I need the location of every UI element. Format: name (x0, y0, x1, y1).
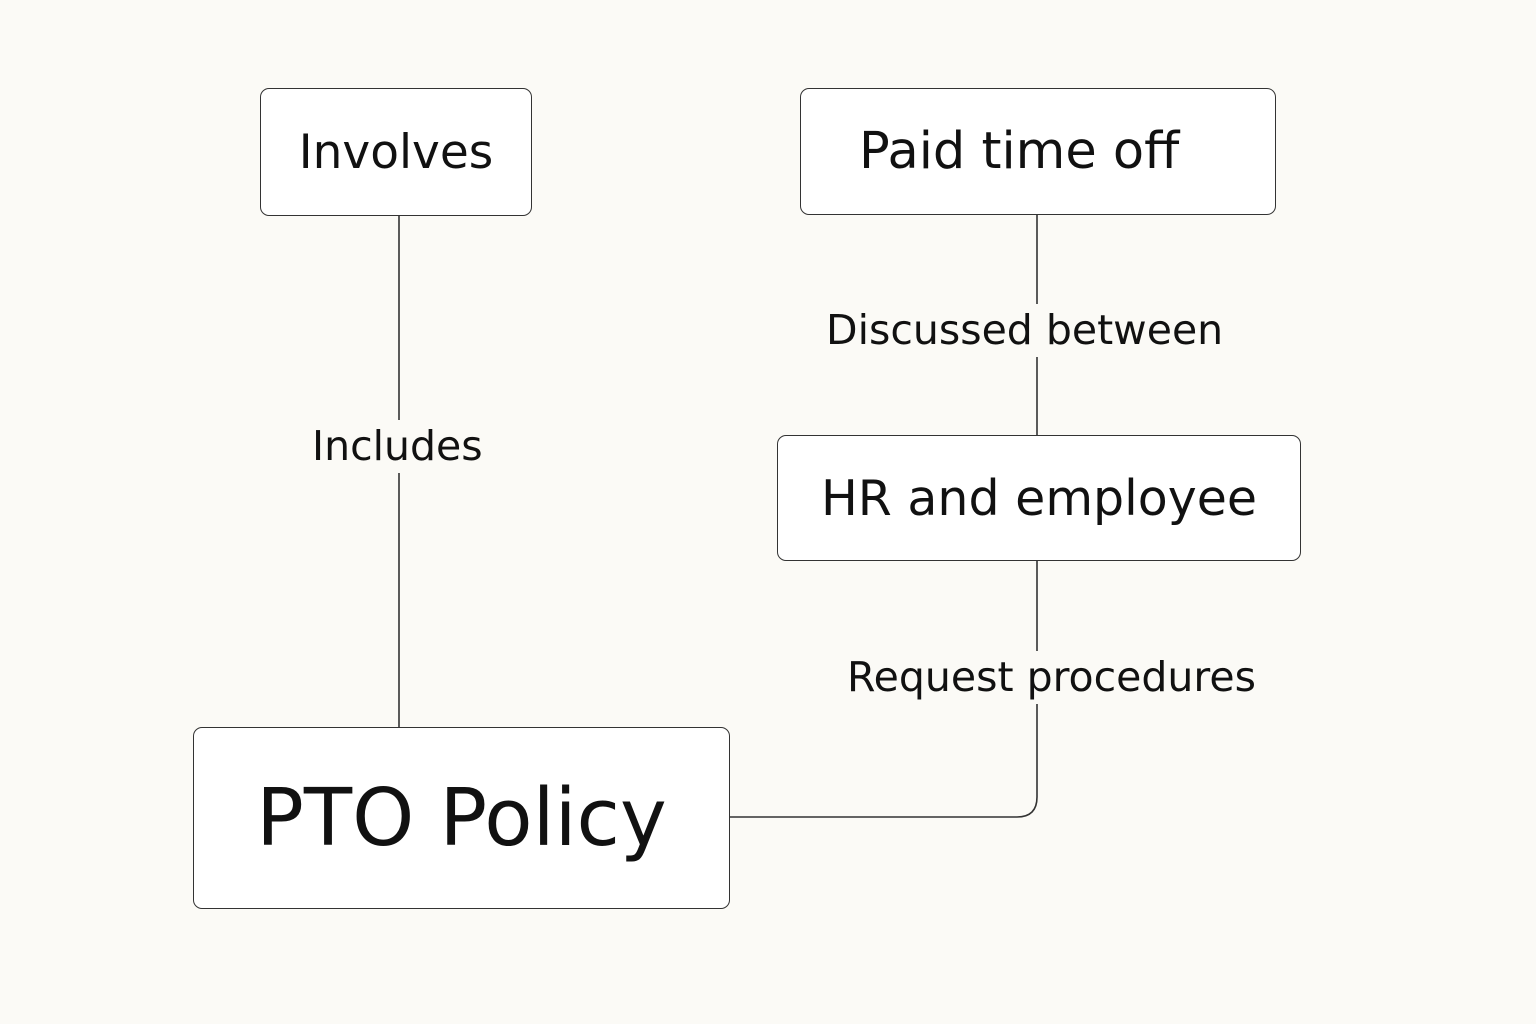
node-pto-policy-label: PTO Policy (256, 771, 667, 864)
node-involves: Involves (260, 88, 532, 216)
node-hr-and-employee-label: HR and employee (820, 469, 1258, 527)
node-pto-policy: PTO Policy (193, 727, 730, 909)
edge-label-request-procedures: Request procedures (843, 651, 1260, 704)
node-paid-time-off-label: Paid time off (859, 122, 1180, 181)
node-involves-label: Involves (298, 124, 494, 180)
node-hr-and-employee: HR and employee (777, 435, 1301, 561)
edge-label-includes: Includes (308, 420, 487, 473)
connector-hr-and-employee-to-pto-policy (730, 561, 1038, 818)
node-paid-time-off: Paid time off (800, 88, 1276, 215)
edge-label-discussed-between: Discussed between (822, 304, 1228, 357)
